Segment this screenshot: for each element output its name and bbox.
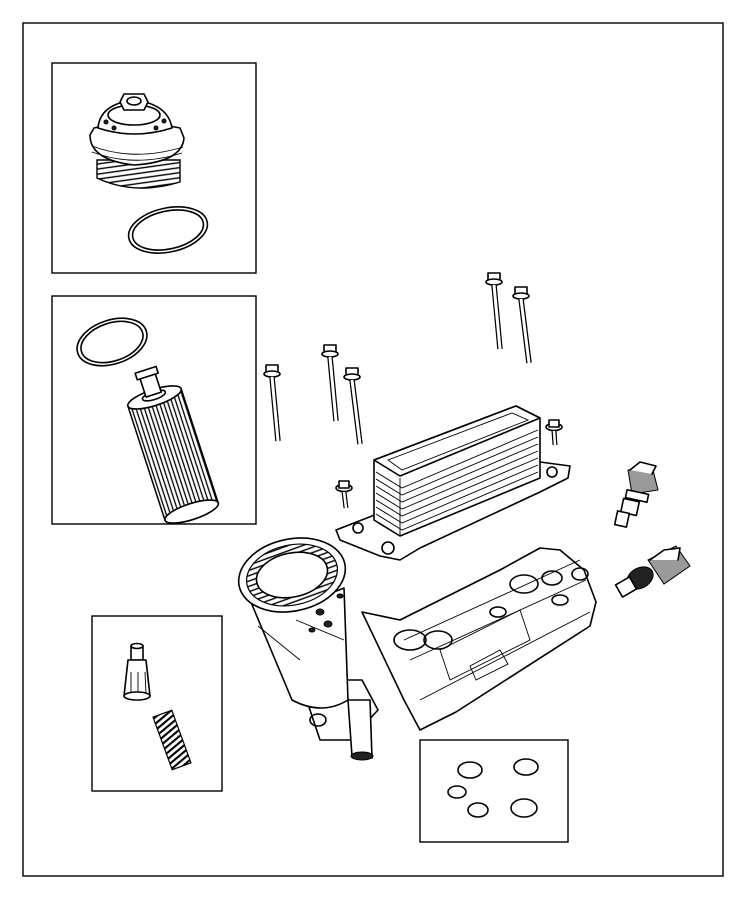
short-bolt [335,480,353,509]
o-ring-kit-box [419,739,569,843]
filter-cap-kit-frame [51,62,257,274]
long-bolt [263,364,281,442]
long-bolt [343,367,363,445]
long-bolt [485,272,503,350]
oil-pressure-sensor [613,461,659,528]
short-bolts [335,419,563,509]
short-bolt [545,419,563,446]
outer-border [22,22,724,877]
oil-filter-housing [237,537,597,761]
relief-valve-kit-box [91,615,223,792]
cooler-fins [375,429,539,536]
oil-filter-cap [89,93,185,189]
relief-valve-kit-frame [91,615,223,792]
filter-element-kit-frame [51,295,257,525]
filter-element-kit-box [51,295,257,525]
oil-filter-element [126,365,220,524]
relief-valve-plunger [123,642,151,701]
long-bolt [321,344,339,422]
oil-cooler [335,405,571,561]
cap-o-ring [127,206,209,254]
o-ring-kit-frame [419,739,569,843]
filter-cap-kit-box [51,62,257,274]
seal-rings [447,758,539,818]
filter-o-ring [76,317,148,367]
long-bolts [263,272,532,445]
long-bolt [512,286,532,364]
oil-temperature-sensor [614,545,691,598]
relief-valve-spring [152,709,192,771]
